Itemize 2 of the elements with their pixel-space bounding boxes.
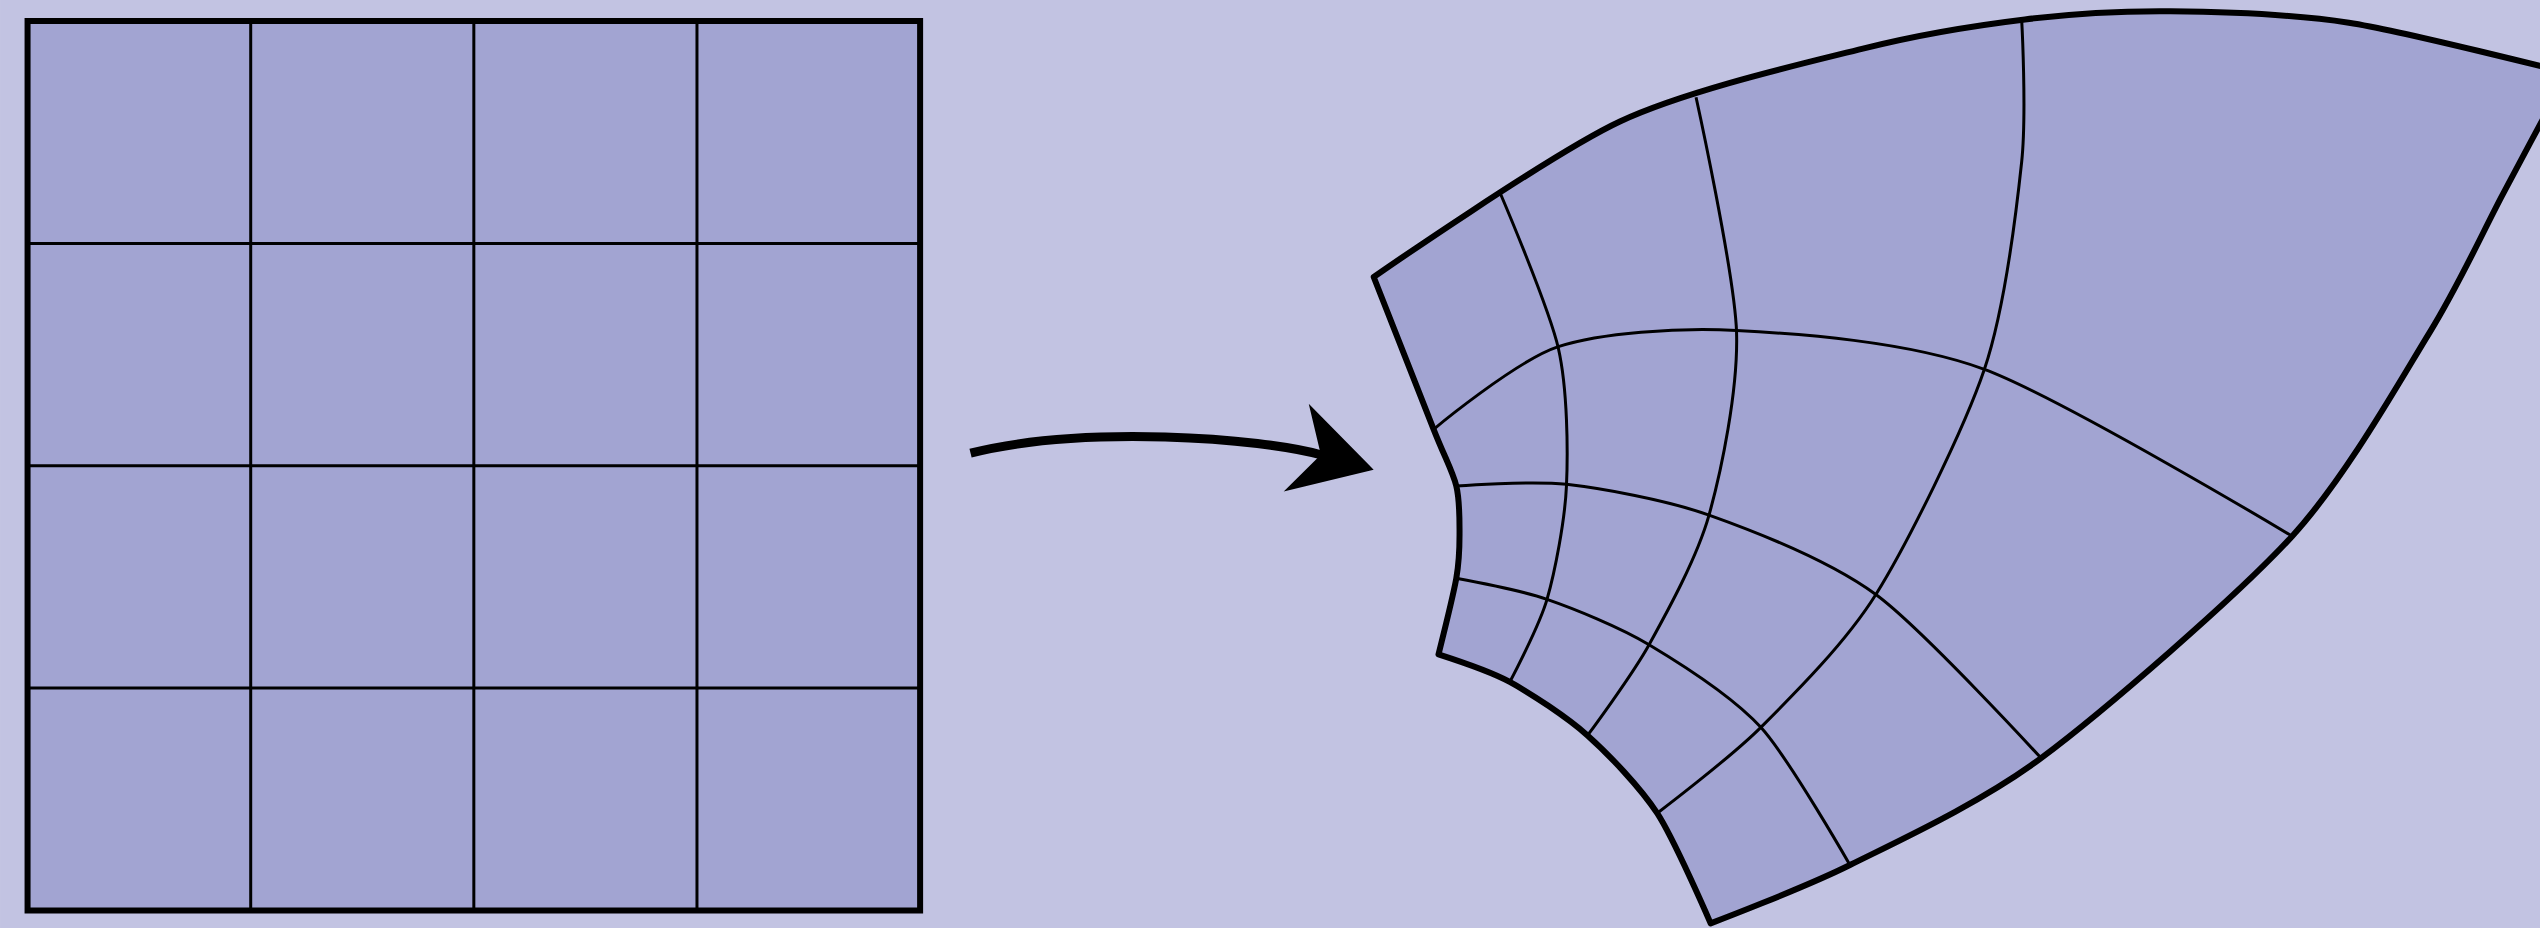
grid-square-drawing	[24, 17, 924, 914]
curved-grid-drawing	[1370, 8, 2540, 927]
